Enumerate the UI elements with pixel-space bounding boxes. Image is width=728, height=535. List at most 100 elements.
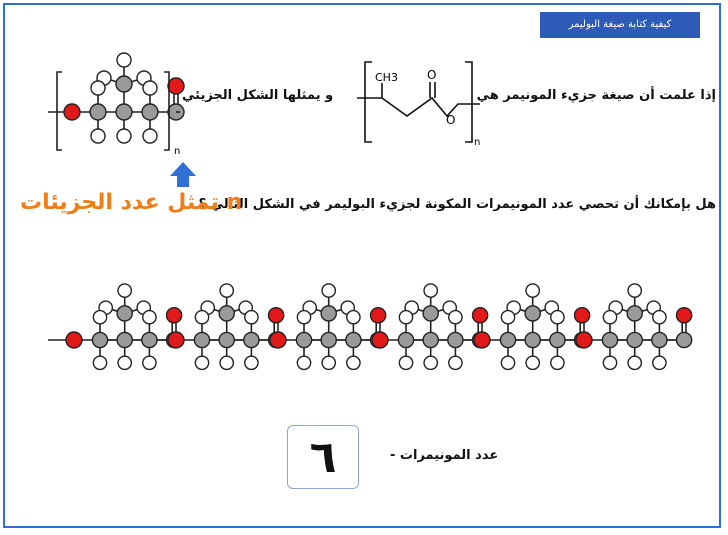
chain-oxygen-label: O: [446, 113, 455, 127]
hydrogen-atom: [321, 283, 337, 298]
monomer-subscript: n: [174, 146, 180, 157]
hydrogen-atom: [448, 309, 463, 325]
carbon-atom: [115, 103, 133, 121]
carbon-atom: [243, 331, 260, 349]
hydrogen-atom: [448, 355, 463, 371]
carbon-atom: [116, 305, 133, 322]
hydrogen-atom: [142, 355, 157, 371]
carbon-atom: [422, 331, 440, 349]
carbon-atom: [141, 103, 159, 121]
hydrogen-atom: [652, 309, 667, 325]
oxygen-atom: [167, 77, 185, 95]
hydrogen-atom: [194, 355, 210, 371]
oxygen-atom: [471, 306, 489, 324]
carbon-atom: [115, 75, 133, 93]
hydrogen-atom: [92, 309, 108, 325]
carbon-atom: [499, 331, 517, 349]
formula-subscript: n: [474, 137, 480, 148]
carbon-atom: [626, 331, 644, 349]
carbon-atom: [524, 305, 542, 322]
answer-box: ٦: [287, 425, 359, 489]
carbon-atom: [295, 331, 313, 349]
hydrogen-atom: [116, 52, 132, 68]
shape-intro: و يمثلها الشكل الجزيئي: [182, 88, 334, 103]
hydrogen-atom: [398, 309, 414, 325]
formula-left-bracket: [364, 61, 372, 143]
up-arrow-icon: [170, 162, 196, 187]
hydrogen-atom: [627, 355, 643, 371]
hydrogen-atom: [423, 283, 439, 298]
hydrogen-atom: [652, 355, 667, 371]
carbon-atom: [626, 305, 644, 322]
carbon-atom: [218, 305, 235, 322]
monomer-skeletal-formula: [357, 61, 480, 143]
hydrogen-atom: [602, 355, 618, 371]
hydrogen-atom: [602, 309, 618, 325]
carbon-atom: [320, 331, 338, 349]
carbonyl-oxygen-label: O: [427, 68, 436, 82]
hydrogen-atom: [219, 283, 235, 298]
carbon-atom: [89, 103, 107, 121]
hydrogen-atom: [398, 355, 414, 371]
methyl-label: CH3: [375, 71, 398, 84]
hydrogen-atom: [142, 309, 157, 325]
oxygen-atom: [63, 103, 81, 121]
oxygen-atom: [165, 306, 183, 324]
hydrogen-atom: [500, 355, 516, 371]
hydrogen-atom: [194, 309, 210, 325]
monomer-right-bracket: [164, 71, 170, 151]
carbon-atom: [193, 331, 211, 349]
hydrogen-atom: [346, 355, 361, 371]
carbon-atom: [447, 331, 464, 349]
slide-frame: [3, 3, 721, 528]
hydrogen-atom: [142, 80, 158, 96]
monomer-left-bracket: [56, 71, 62, 151]
n-meaning-label: n تمثل عدد الجزيئات: [20, 190, 243, 215]
oxygen-atom: [473, 331, 491, 349]
oxygen-atom: [369, 306, 387, 324]
hydrogen-atom: [142, 128, 158, 144]
hydrogen-atom: [550, 355, 565, 371]
oxygen-atom: [371, 331, 389, 349]
hydrogen-atom: [116, 128, 132, 144]
carbon-atom: [549, 331, 566, 349]
oxygen-atom: [269, 331, 287, 349]
hydrogen-atom: [117, 355, 133, 371]
oxygen-atom: [65, 331, 83, 349]
polymer-chain: [48, 283, 693, 371]
oxygen-atom: [267, 306, 285, 324]
carbon-atom: [601, 331, 619, 349]
hydrogen-atom: [90, 80, 106, 96]
formula-backbone: [357, 96, 480, 118]
carbon-atom: [345, 331, 362, 349]
oxygen-atom: [675, 306, 693, 324]
hydrogen-atom: [550, 309, 565, 325]
hydrogen-atom: [244, 309, 259, 325]
hydrogen-atom: [90, 128, 106, 144]
carbon-atom: [218, 331, 235, 349]
oxygen-atom: [167, 331, 185, 349]
hydrogen-atom: [423, 355, 439, 371]
hydrogen-atom: [92, 355, 108, 371]
carbon-atom: [116, 331, 133, 349]
hydrogen-atom: [321, 355, 337, 371]
hydrogen-atom: [525, 283, 541, 298]
hydrogen-atom: [244, 355, 259, 371]
hydrogen-atom: [296, 355, 312, 371]
hydrogen-atom: [346, 309, 361, 325]
formula-right-bracket: [465, 61, 473, 143]
hydrogen-atom: [500, 309, 516, 325]
hydrogen-atom: [117, 283, 133, 298]
carbon-atom: [141, 331, 158, 349]
oxygen-atom: [573, 306, 591, 324]
monomer-count-label: عدد المونيمرات -: [390, 448, 499, 463]
slide-title: كيفية كتابة صيغة البوليمر: [540, 12, 700, 38]
carbon-atom: [320, 305, 338, 322]
hydrogen-atom: [296, 309, 312, 325]
hydrogen-atom: [627, 283, 643, 298]
carbon-atom: [675, 331, 693, 349]
carbon-atom: [651, 331, 668, 349]
carbon-atom: [524, 331, 542, 349]
carbon-atom: [91, 331, 109, 349]
